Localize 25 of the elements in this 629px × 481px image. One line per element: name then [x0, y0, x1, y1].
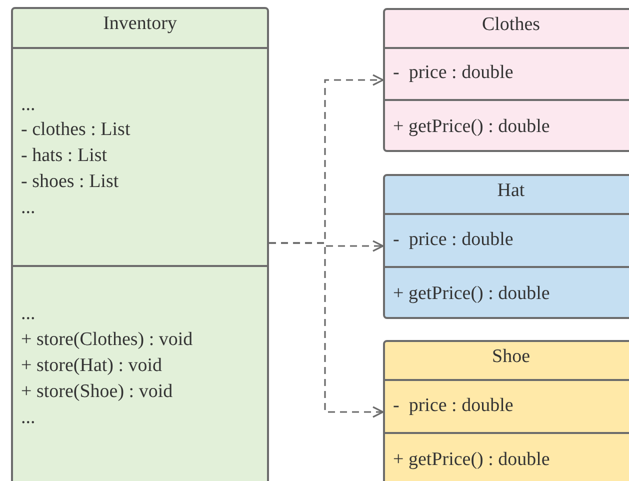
method-text: + getPrice() : double: [393, 449, 550, 471]
attribute-text: - hats : List: [21, 145, 108, 167]
method-text: + store(Shoe) : void: [21, 381, 173, 403]
attribute-text: ...: [21, 94, 36, 116]
class-box: [383, 340, 629, 481]
attribute-text: ...: [21, 197, 36, 219]
attribute-text: - price : double: [393, 62, 514, 84]
method-text: ...: [21, 303, 36, 325]
method-text: + store(Hat) : void: [21, 355, 162, 377]
method-text: ...: [21, 407, 36, 429]
class-box: [383, 174, 629, 319]
method-text: + getPrice() : double: [393, 283, 550, 305]
class-name: Clothes: [480, 14, 542, 36]
dependency-arrow: [269, 242, 384, 418]
attribute-text: - shoes : List: [21, 171, 119, 193]
class-name: Hat: [496, 180, 526, 202]
class-box: [383, 8, 629, 152]
attribute-text: - price : double: [393, 229, 514, 251]
class-name: Inventory: [102, 13, 178, 35]
attribute-text: - clothes : List: [21, 119, 130, 141]
method-text: + getPrice() : double: [393, 116, 550, 138]
method-text: + store(Clothes) : void: [21, 329, 193, 351]
class-name: Shoe: [491, 346, 531, 368]
attribute-text: - price : double: [393, 395, 514, 417]
class-box: [11, 7, 269, 481]
